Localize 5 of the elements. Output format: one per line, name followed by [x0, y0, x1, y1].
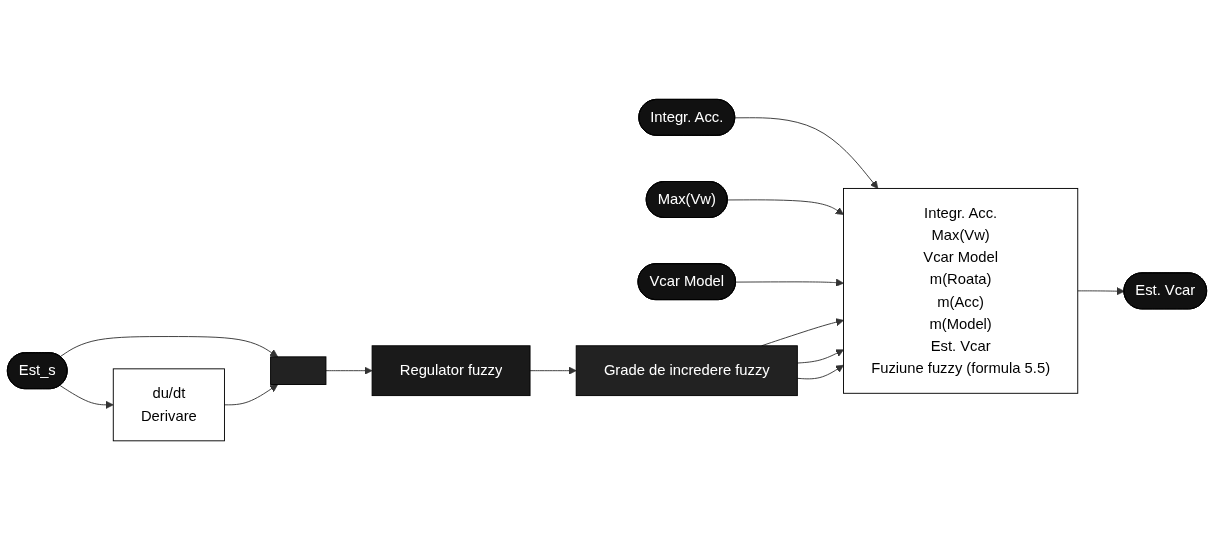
node-bar: [270, 356, 327, 385]
node-box: Regulator fuzzy: [371, 345, 531, 396]
node-box: Grade de incredere fuzzy: [575, 345, 798, 396]
node-box: Integr. Acc. Max(Vw) Vcar Model m(Roata) m(Acc) m(Model) Est. Vcar Fuziune fuzzy (formula 5.5): [843, 187, 1079, 394]
node-box: du/dt Derivare: [112, 368, 225, 442]
